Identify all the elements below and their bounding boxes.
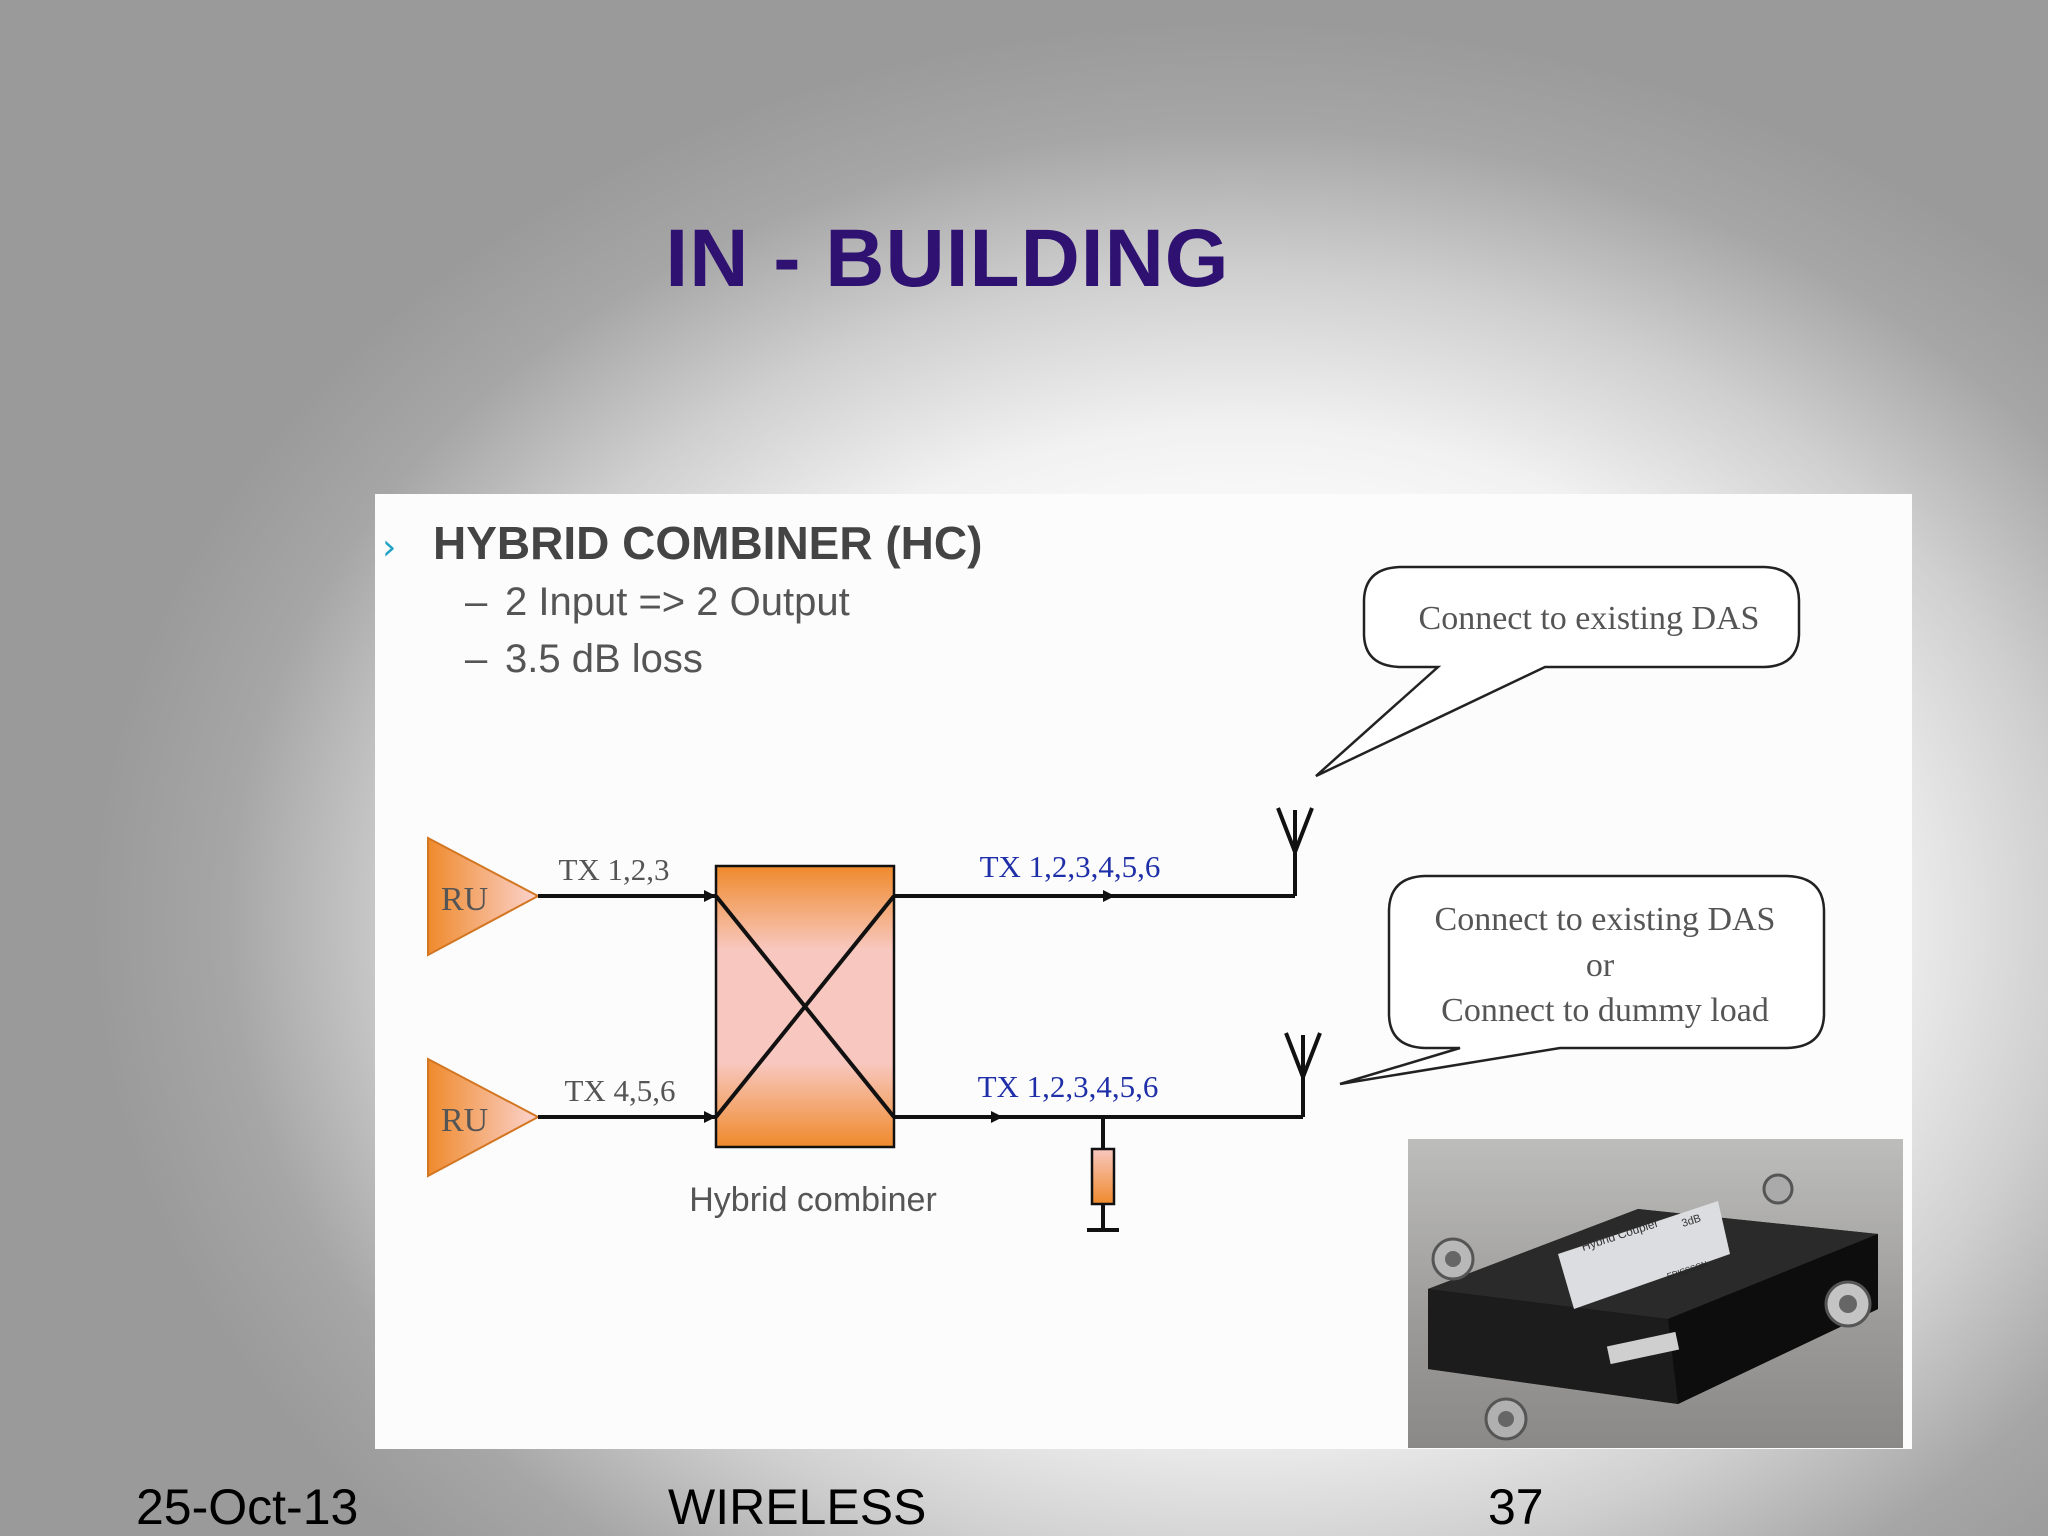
callout-top-bubble bbox=[1315, 565, 1801, 778]
sub-item-dash: – bbox=[465, 580, 488, 624]
coupler-label-badge: 3dB bbox=[1680, 1212, 1702, 1229]
ru-top-label: RU bbox=[441, 881, 488, 918]
ru-bottom-amplifier bbox=[427, 1057, 541, 1178]
footer-center: WIRELESS bbox=[668, 1479, 927, 1535]
tx-in-top-label: TX 1,2,3 bbox=[558, 852, 669, 887]
tx-out-top-label: TX 1,2,3,4,5,6 bbox=[980, 849, 1161, 884]
ru-top-amplifier bbox=[427, 836, 541, 957]
input-arrow-bottom bbox=[704, 1111, 716, 1123]
output-arrow-bottom bbox=[991, 1111, 1003, 1123]
callout-bottom-bubble bbox=[1339, 874, 1826, 1086]
callout-top-text: Connect to existing DAS bbox=[1419, 600, 1760, 637]
sub-item-io: –2 Input => 2 Output bbox=[465, 580, 850, 625]
ru-bottom-label: RU bbox=[441, 1102, 488, 1139]
tx-in-bottom-label: TX 4,5,6 bbox=[564, 1073, 675, 1108]
sub-item-text: 2 Input => 2 Output bbox=[505, 580, 850, 624]
coupler-label-plate bbox=[1558, 1201, 1730, 1309]
callout-bottom-line-3: Connect to dummy load bbox=[1441, 992, 1769, 1029]
callout-bottom-line-1: Connect to existing DAS bbox=[1435, 901, 1776, 938]
hybrid-combiner-box bbox=[714, 864, 896, 1149]
sub-item-text: 3.5 dB loss bbox=[505, 637, 703, 681]
antenna-bottom-icon bbox=[1284, 1032, 1322, 1083]
hybrid-coupler-illustration: Hybrid Coupler 3dB ERICSSON bbox=[1428, 1173, 1878, 1441]
bullet-heading: HYBRID COMBINER (HC) bbox=[433, 517, 983, 569]
combiner-cross-2 bbox=[714, 894, 896, 1119]
antenna-top-icon bbox=[1276, 807, 1314, 858]
sub-item-dash: – bbox=[465, 637, 488, 681]
footer-date: 25-Oct-13 bbox=[136, 1479, 359, 1535]
sub-item-loss: –3.5 dB loss bbox=[465, 637, 703, 682]
bullet-marker: › bbox=[382, 527, 397, 568]
input-arrow-top bbox=[704, 890, 716, 902]
callout-bottom-line-2: or bbox=[1586, 947, 1615, 984]
combiner-label: Hybrid combiner bbox=[689, 1181, 937, 1219]
output-arrow-top bbox=[1103, 890, 1115, 902]
dummy-load-resistor bbox=[1090, 1147, 1116, 1206]
footer-page-number: 37 bbox=[1488, 1479, 1544, 1535]
hybrid-coupler-photo: Hybrid Coupler 3dB ERICSSON bbox=[1408, 1139, 1903, 1448]
tx-out-bottom-label: TX 1,2,3,4,5,6 bbox=[978, 1069, 1159, 1104]
slide-title: IN - BUILDING bbox=[665, 213, 1230, 304]
